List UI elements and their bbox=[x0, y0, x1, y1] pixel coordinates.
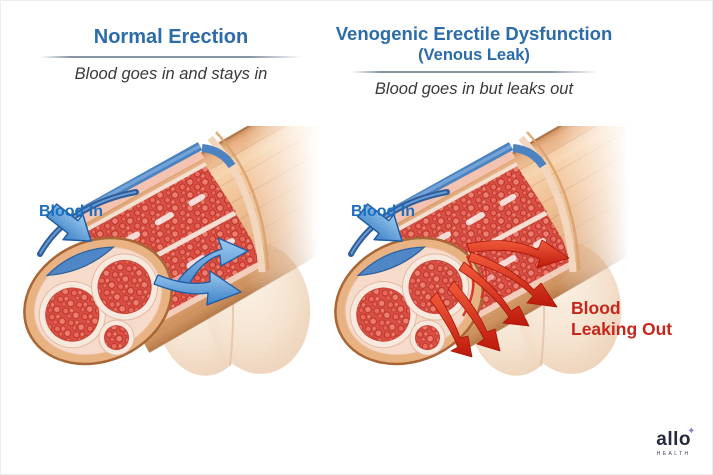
blood-stays-in-arrows bbox=[153, 237, 249, 306]
penis-illustration-normal bbox=[6, 126, 397, 426]
circulating-arrow-upper bbox=[173, 237, 249, 294]
right-panel-title: Venogenic Erectile Dysfunction bbox=[335, 23, 613, 44]
leak-label-line1: Blood bbox=[571, 298, 621, 318]
allo-health-logo: allo✦ HEALTH bbox=[656, 426, 695, 457]
leak-arrow-4 bbox=[447, 280, 501, 352]
blood-leak-arrows bbox=[429, 239, 570, 358]
right-panel-subtitle: Blood goes in but leaks out bbox=[374, 80, 574, 98]
right-panel-title-line2: (Venous Leak) bbox=[418, 46, 530, 64]
leak-arrow-5 bbox=[429, 291, 473, 358]
right-panel-header: Venogenic Erectile Dysfunction (Venous L… bbox=[321, 22, 627, 99]
leak-arrow-2 bbox=[467, 251, 558, 308]
left-panel-title: Normal Erection bbox=[93, 26, 249, 48]
left-panel-header: Normal Erection Blood goes in and stays … bbox=[16, 25, 326, 84]
logo-tagline: HEALTH bbox=[656, 451, 691, 457]
right-divider bbox=[350, 71, 598, 73]
penis-illustration-venous-leak bbox=[317, 126, 708, 426]
left-panel-subtitle: Blood goes in and stays in bbox=[74, 65, 268, 83]
leak-arrow-3 bbox=[458, 261, 530, 327]
blood-in-label-left: Blood In bbox=[39, 203, 103, 220]
blood-leaking-out-label: Blood Leaking Out bbox=[571, 298, 672, 340]
blood-in-label-right: Blood In bbox=[351, 203, 415, 220]
leak-arrow-1 bbox=[466, 239, 570, 269]
circulating-arrow-lower bbox=[153, 270, 242, 306]
left-divider bbox=[40, 56, 302, 58]
sparkle-icon: ✦ bbox=[687, 426, 696, 437]
logo-brand-text: allo✦ bbox=[656, 426, 695, 449]
leak-label-line2: Leaking Out bbox=[571, 319, 673, 339]
